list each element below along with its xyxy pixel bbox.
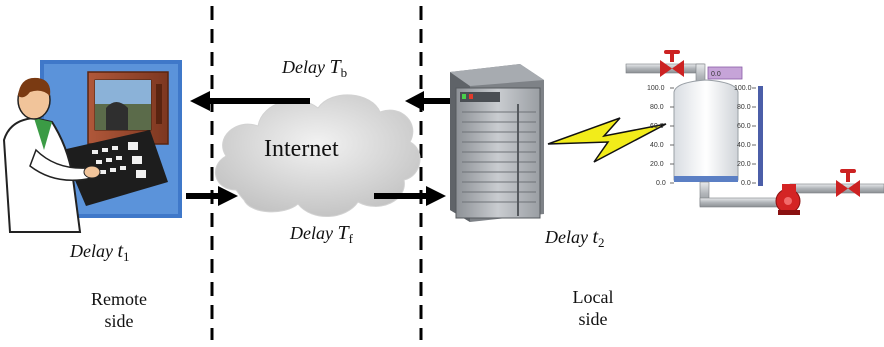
tank-level-display (707, 66, 743, 80)
delay-backward-label: Delay Tb (282, 56, 348, 80)
internet-label: Internet (264, 136, 339, 162)
remote-operator-workstation-icon (2, 60, 182, 233)
arrow-operator-to-internet (186, 186, 238, 206)
tank-scale-right: 100.0 80.0 60.0 40.0 20.0 0.0 (734, 85, 752, 187)
scale-right-tick: 40.0 (737, 142, 751, 149)
scale-left-tick: 60.0 (650, 123, 664, 130)
inlet-valve-icon (660, 50, 684, 77)
scale-right-tick: 0.0 (741, 180, 751, 187)
delay-forward-label: Delay Tf (290, 222, 353, 246)
tank-level-value: 0.0 (711, 71, 721, 78)
arrow-server-to-internet (405, 91, 452, 111)
delay-t1-label: Delay t1 (70, 240, 130, 264)
water-tank-process-icon (625, 50, 884, 215)
scale-right-tick: 100.0 (734, 85, 752, 92)
scale-left-tick: 0.0 (656, 180, 666, 187)
scale-left-tick: 80.0 (650, 104, 664, 111)
internet-cloud-icon (215, 94, 421, 217)
scale-left-tick: 40.0 (650, 142, 664, 149)
scale-right-tick: 60.0 (737, 123, 751, 130)
lightning-link-icon (547, 117, 667, 163)
scale-right-tick: 80.0 (737, 104, 751, 111)
server-tower-icon (450, 64, 544, 222)
delay-t2-label: Delay t2 (545, 226, 605, 250)
arrow-internet-to-server (374, 186, 446, 206)
tank-scale-left: 100.0 80.0 60.0 40.0 20.0 0.0 (647, 85, 666, 187)
scale-left-tick: 20.0 (650, 161, 664, 168)
pump-icon (775, 184, 801, 215)
scale-left-tick: 100.0 (647, 85, 665, 92)
outlet-valve-icon (836, 169, 860, 197)
scale-right-tick: 20.0 (737, 161, 751, 168)
arrow-feedback-to-operator (190, 91, 310, 111)
